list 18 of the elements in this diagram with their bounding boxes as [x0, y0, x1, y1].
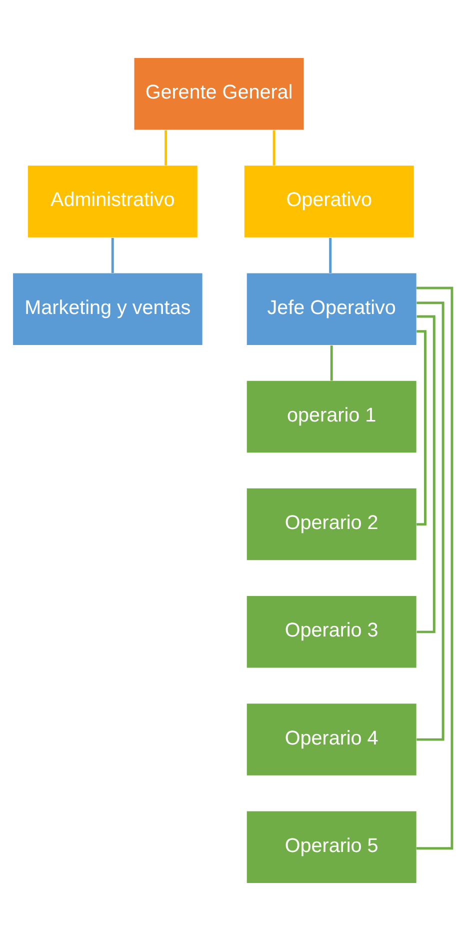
connector	[111, 238, 114, 274]
node-box: Administrativo	[28, 166, 198, 238]
connector	[416, 302, 444, 741]
node-box: Operativo	[244, 166, 414, 238]
connector	[416, 330, 426, 526]
node-box: Operario 2	[246, 488, 416, 560]
connector	[272, 130, 276, 166]
connector	[330, 346, 333, 381]
connector	[329, 238, 332, 274]
node-box: Marketing y ventas	[13, 273, 202, 345]
node-box: Gerente General	[134, 58, 304, 130]
node-box: operario 1	[246, 380, 416, 453]
node-box: Operario 5	[246, 811, 416, 884]
node-box: Operario 4	[246, 704, 416, 776]
node-box: Operario 3	[246, 596, 416, 668]
connector	[416, 286, 454, 850]
connector	[164, 130, 168, 166]
node-box: Jefe Operativo	[246, 273, 416, 345]
